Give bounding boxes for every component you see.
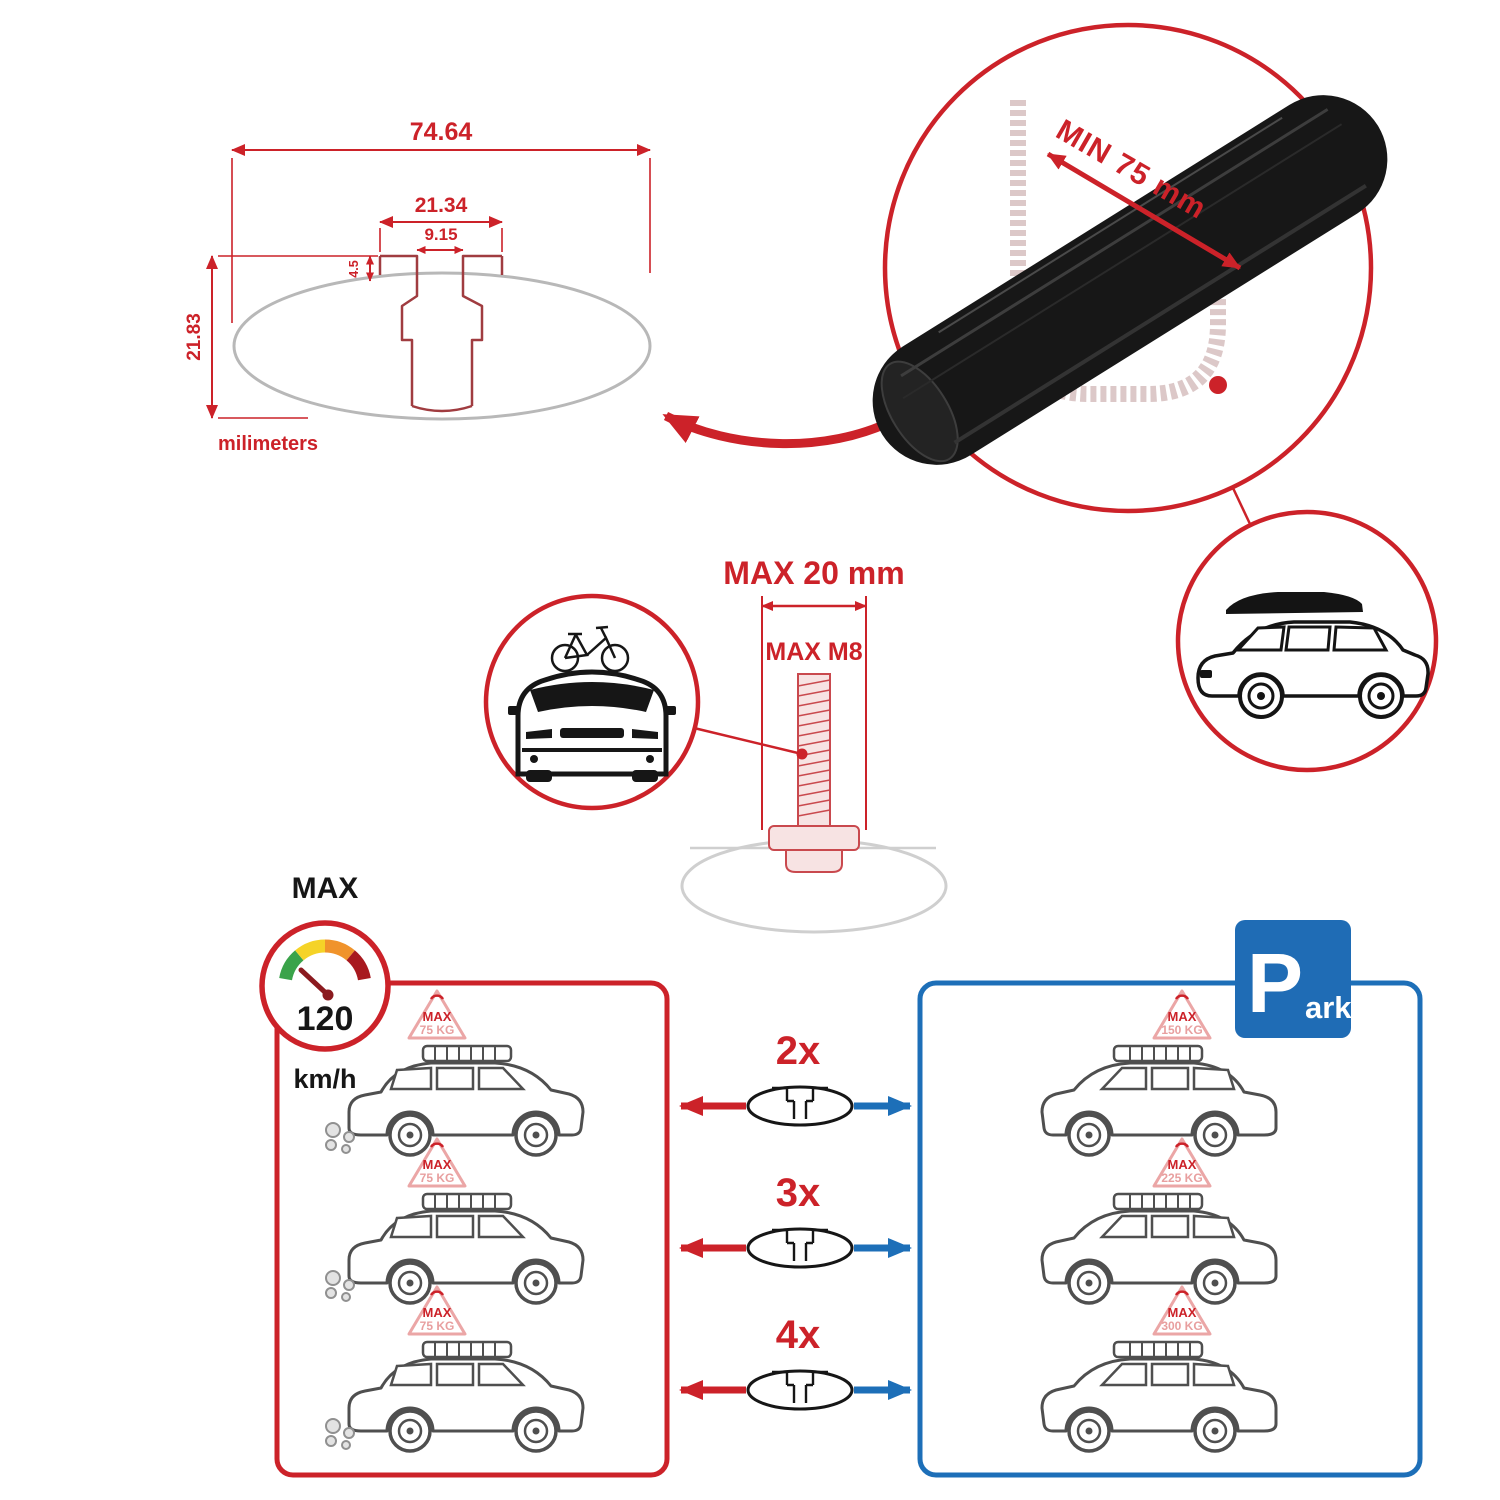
profile-outline-ellipse xyxy=(232,271,652,421)
load-badge: MAX 75 KG xyxy=(407,989,467,1040)
driving-car-row-1: MAX 75 KG xyxy=(325,989,585,1157)
badge-title: MAX xyxy=(1168,1009,1197,1024)
parked-car-row-3: MAX 300 KG xyxy=(1040,1285,1278,1453)
park-sign-initial: P xyxy=(1247,936,1303,1030)
connector-to-bolt xyxy=(693,726,803,756)
load-badge: MAX 225 KG xyxy=(1152,1137,1212,1188)
car-front-icon xyxy=(508,669,676,782)
dim-total-width-label: 74.64 xyxy=(410,118,473,146)
badge-title: MAX xyxy=(423,1009,452,1024)
front-wheel-icon xyxy=(1238,673,1284,719)
rear-wheel-icon xyxy=(1358,673,1404,719)
max-width-label: MAX 20 mm xyxy=(723,555,904,591)
dim-slot-width-label: 9.15 xyxy=(424,225,457,244)
zoom-circle-outline xyxy=(882,22,1374,514)
bolt-point-dot xyxy=(796,748,808,760)
t-bolt-illustration xyxy=(768,673,860,873)
load-comparison-section: MAX 120 km/h P ark xyxy=(259,872,1423,1478)
bolt-dimension-lines xyxy=(761,596,867,830)
crossbar-bar xyxy=(872,95,1388,465)
dim-lip-depth-label: 4.5 xyxy=(347,260,361,277)
badge-load: 225 KG xyxy=(1161,1171,1202,1185)
curved-arrow xyxy=(662,411,897,448)
bike-icon xyxy=(550,625,630,673)
parked-car-row-2: MAX 225 KG xyxy=(1040,1137,1278,1305)
roof-box-icon xyxy=(1226,592,1363,614)
speedometer-gauge xyxy=(279,939,371,981)
bar-count-label-1: 2x xyxy=(776,1029,821,1073)
driving-car-row-2: MAX 75 KG xyxy=(325,1137,585,1305)
speedometer-badge: 120 xyxy=(259,920,391,1052)
grille-icon xyxy=(1200,670,1212,678)
min-span-arrow xyxy=(1046,151,1242,271)
crossbar-section-icon xyxy=(746,1085,854,1127)
speed-unit-label: km/h xyxy=(293,1064,356,1094)
badge-title: MAX xyxy=(423,1305,452,1320)
suv-roofbox-circle xyxy=(1175,509,1439,773)
profile-dimension-drawing: 74.64 21.34 9.15 4.5 21.83 milimeters xyxy=(184,118,652,455)
speed-value: 120 xyxy=(297,1000,354,1038)
gauge-needle xyxy=(298,967,331,998)
park-sign: P ark xyxy=(1235,920,1352,1038)
badge-title: MAX xyxy=(1168,1305,1197,1320)
load-badge: MAX 75 KG xyxy=(407,1285,467,1336)
units-label: milimeters xyxy=(218,433,318,455)
park-sign-rest: ark xyxy=(1305,990,1352,1025)
connector-to-suv-circle xyxy=(1231,487,1252,525)
load-badge: MAX 300 KG xyxy=(1152,1285,1212,1336)
badge-title: MAX xyxy=(1168,1157,1197,1172)
mount-point-dot xyxy=(1209,376,1227,394)
badge-load: 75 KG xyxy=(420,1319,455,1333)
bolt-diagram: MAX 20 mm MAX M8 xyxy=(483,555,948,934)
crossbar-section-icon xyxy=(746,1227,854,1269)
driving-car-row-3: MAX 75 KG xyxy=(325,1285,585,1453)
dim-channel-width-label: 21.34 xyxy=(415,194,468,217)
max-thread-label: MAX M8 xyxy=(765,638,862,666)
dimension-lines xyxy=(206,144,651,419)
badge-title: MAX xyxy=(423,1157,452,1172)
crossbar-detail-circle: MIN 75 mm xyxy=(872,22,1388,525)
t-slot-channel-profile xyxy=(378,254,504,413)
crossbar-section-icon xyxy=(746,1369,854,1411)
pointer-arrow-to-drawing xyxy=(662,411,897,448)
badge-load: 300 KG xyxy=(1161,1319,1202,1333)
badge-load: 75 KG xyxy=(420,1171,455,1185)
speed-max-label: MAX xyxy=(292,872,359,905)
bar-count-label-3: 4x xyxy=(776,1313,821,1357)
bar-count-label-2: 3x xyxy=(776,1171,821,1215)
parked-car-row-1: MAX 150 KG xyxy=(1040,989,1278,1157)
dim-total-height-label: 21.83 xyxy=(184,313,205,361)
suv-illustration xyxy=(1196,592,1430,719)
badge-load: 75 KG xyxy=(420,1023,455,1037)
load-badge: MAX 75 KG xyxy=(407,1137,467,1188)
badge-load: 150 KG xyxy=(1161,1023,1202,1037)
load-badge: MAX 150 KG xyxy=(1152,989,1212,1040)
